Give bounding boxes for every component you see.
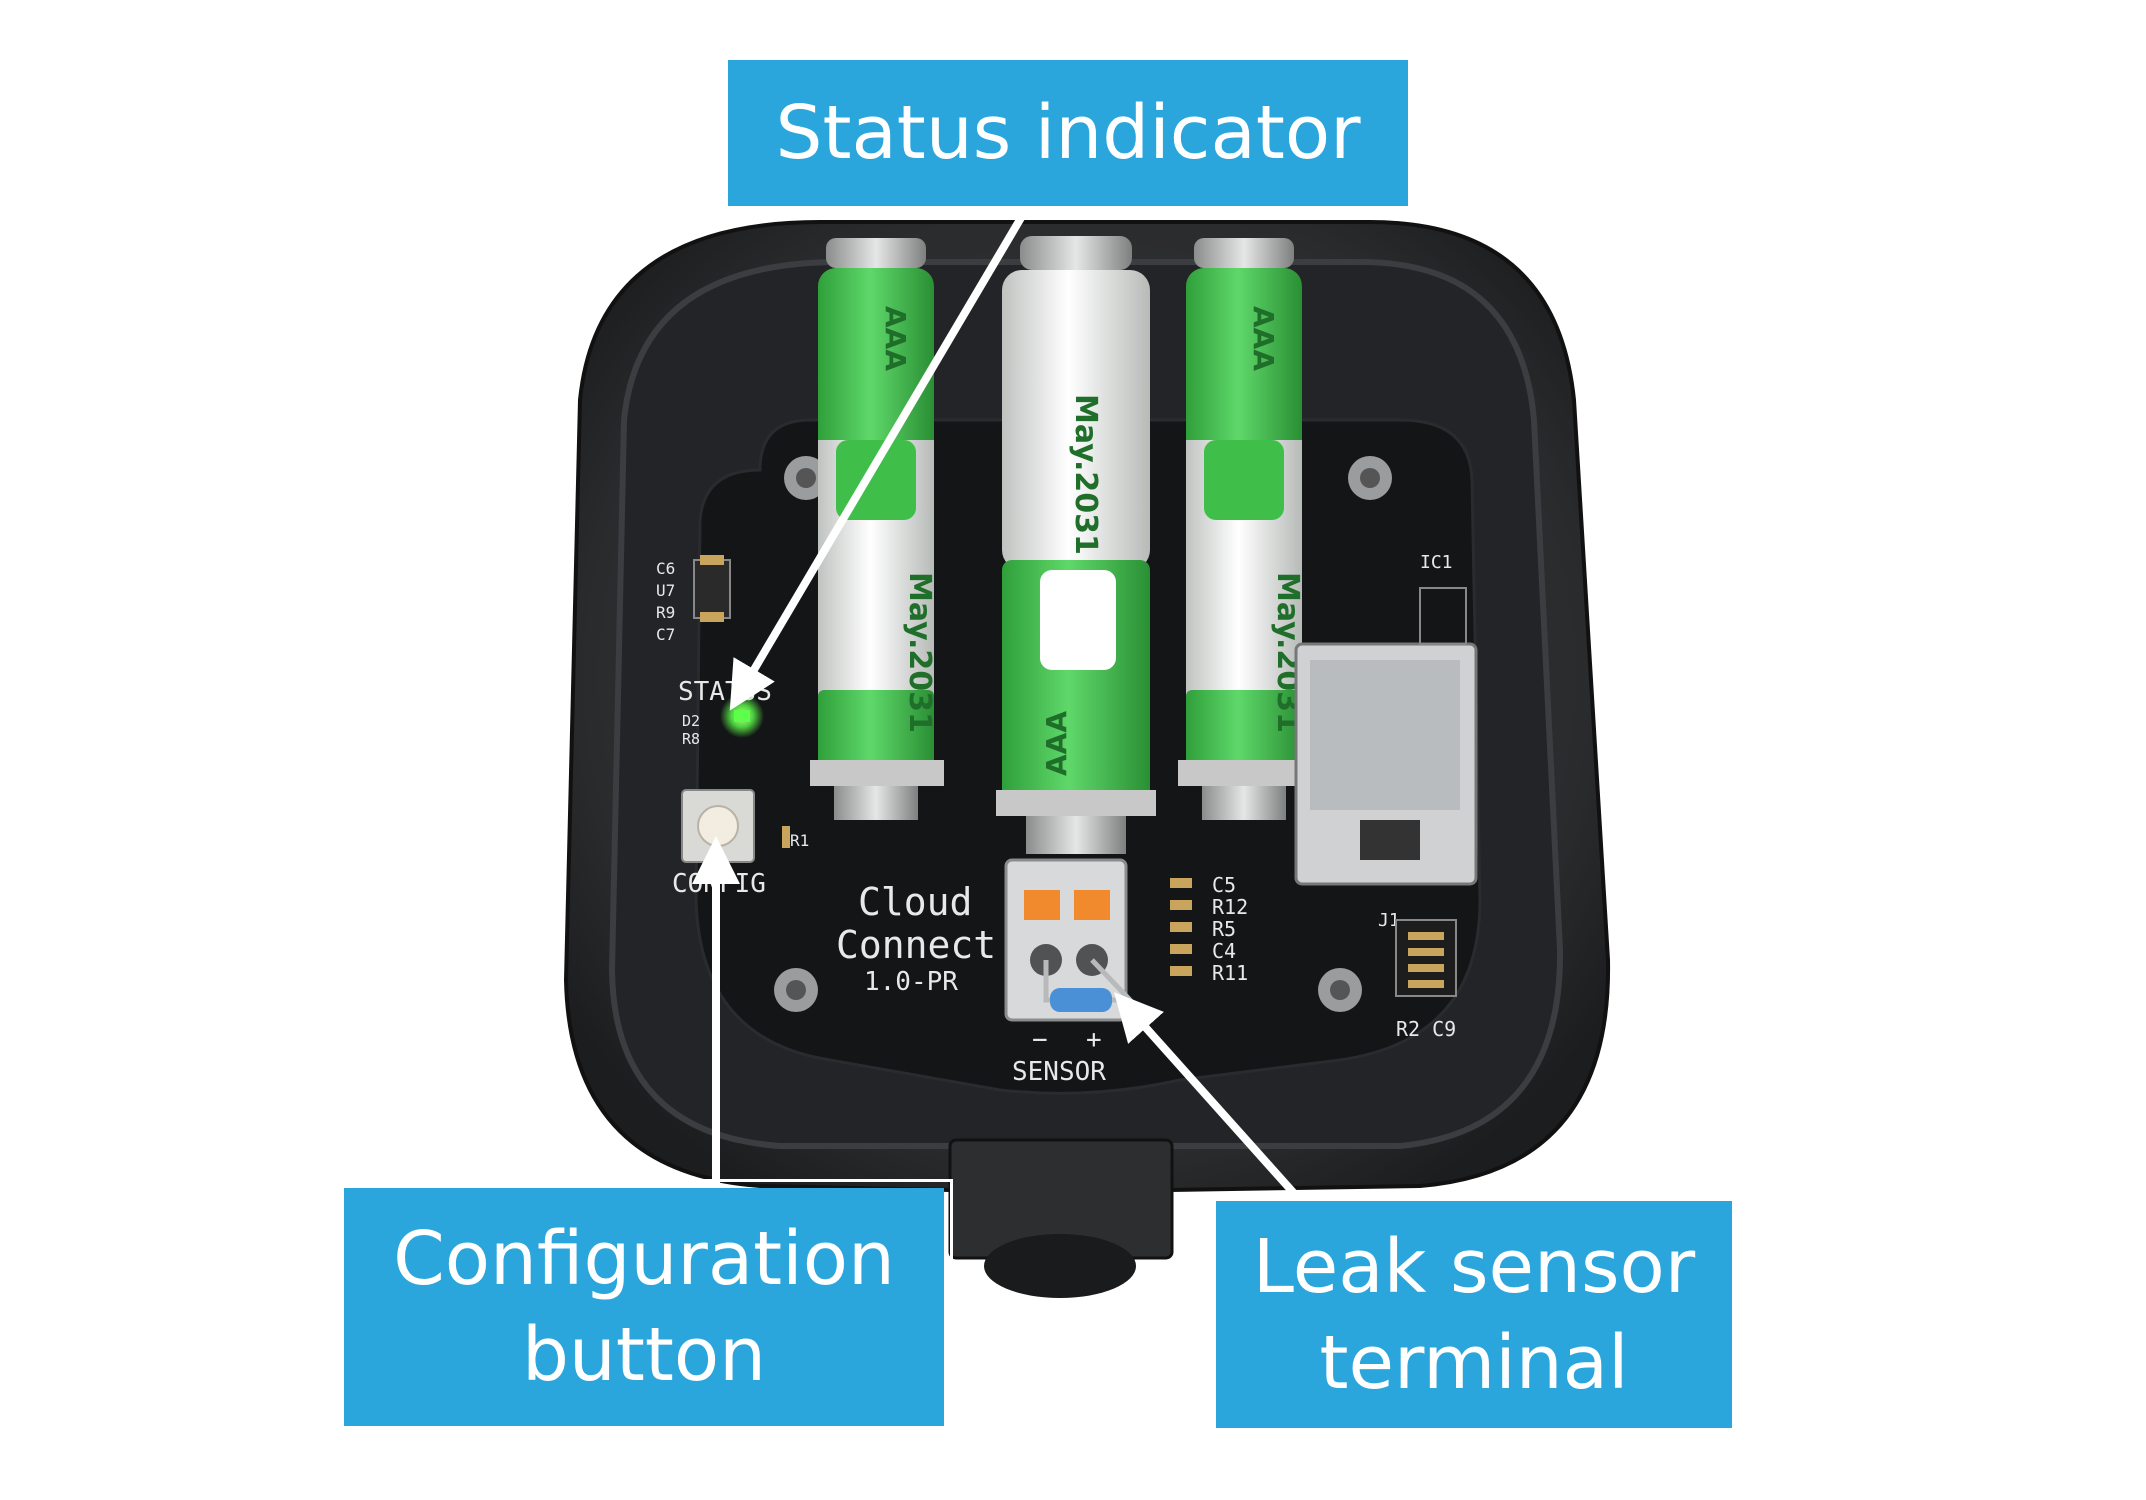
screw-icon xyxy=(1318,968,1362,1012)
pcb-label-c5: C5 xyxy=(1212,873,1236,897)
callout-status-label: Status indicator xyxy=(775,90,1361,176)
callout-status-indicator: Status indicator xyxy=(719,51,1417,215)
pcb-label-r1: R1 xyxy=(790,831,809,850)
pcb-label-c7: C7 xyxy=(656,625,675,644)
status-arrow xyxy=(729,203,1032,711)
screw-icon xyxy=(784,456,828,500)
pcb-label-minus: − xyxy=(1032,1025,1048,1055)
ic1-outline xyxy=(1419,587,1467,645)
callout-leak-line2: terminal xyxy=(1319,1319,1629,1406)
battery-right: May.2031 AAA xyxy=(1186,238,1305,820)
battery-middle-date: May.2031 xyxy=(1068,394,1103,555)
callout-config-line1: Configuration xyxy=(393,1216,895,1302)
terminal-lever-plus[interactable] xyxy=(1074,890,1110,920)
battery-left-type: AAA xyxy=(879,306,912,371)
pcb-label-j1: J1 xyxy=(1378,910,1400,931)
smd-pad xyxy=(700,555,724,565)
j1-pin xyxy=(1408,948,1444,956)
battery-middle-type: AAA xyxy=(1040,711,1073,776)
pcb-label-r5: R5 xyxy=(1212,917,1236,941)
leak-sensor-terminal[interactable] xyxy=(1004,858,1136,1022)
smd-pad xyxy=(700,612,724,622)
callout-config-line2: button xyxy=(521,1312,767,1398)
pcb-version: 1.0-PR xyxy=(864,967,958,997)
sensor-resistor xyxy=(1050,988,1112,1012)
smd-pad xyxy=(1170,900,1192,910)
smd-resistor-r1 xyxy=(782,826,790,848)
j1-pin xyxy=(1408,980,1444,988)
battery-clip xyxy=(1178,760,1312,786)
pcb-label-r11: R11 xyxy=(1212,961,1248,985)
pcb-label-ic1: IC1 xyxy=(1420,552,1453,573)
battery-clip xyxy=(996,790,1156,816)
battery-right-type: AAA xyxy=(1247,306,1280,371)
smd-pad xyxy=(1170,922,1192,932)
pcb-label-u7: U7 xyxy=(656,581,675,600)
pcb-label-r8: R8 xyxy=(682,730,700,748)
smd-pad xyxy=(1170,878,1192,888)
config-button-cap-icon xyxy=(697,805,739,847)
leak-arrow xyxy=(1113,992,1303,1203)
cable-gland-nut xyxy=(984,1234,1136,1298)
pcb-label-d2: D2 xyxy=(682,712,700,730)
pcb-label-r2-c9: R2 C9 xyxy=(1396,1017,1456,1041)
battery-recycle-icon xyxy=(1040,570,1116,670)
pcb-label-c6: C6 xyxy=(656,559,675,578)
pcb-brand-line1: Cloud xyxy=(858,880,972,924)
screw-icon xyxy=(1348,456,1392,500)
pcb-label-c4: C4 xyxy=(1212,939,1236,963)
pcb-label-plus: + xyxy=(1086,1025,1102,1055)
wifi-module-qr xyxy=(1360,820,1420,860)
smd-pad xyxy=(1170,966,1192,976)
terminal-lever-minus[interactable] xyxy=(1024,890,1060,920)
j1-pin xyxy=(1408,932,1444,940)
pcb-label-r12: R12 xyxy=(1212,895,1248,919)
callout-leak-sensor-terminal: Leak sensor terminal xyxy=(1207,1192,1741,1437)
pcb-label-sensor: SENSOR xyxy=(1012,1057,1106,1087)
smd-chip-u7 xyxy=(693,559,731,619)
battery-left-date: May.2031 xyxy=(902,572,937,733)
battery-recycle-icon xyxy=(1204,440,1284,520)
callout-leak-line1: Leak sensor xyxy=(1252,1223,1696,1310)
callout-configuration-button: Configuration button xyxy=(335,1179,953,1435)
smd-pad xyxy=(1170,944,1192,954)
pcb-label-r9: R9 xyxy=(656,603,675,622)
battery-clip xyxy=(810,760,944,786)
wifi-module-shield xyxy=(1310,660,1460,810)
j1-pin xyxy=(1408,964,1444,972)
status-led-icon xyxy=(734,710,750,722)
battery-middle: May.2031 AAA xyxy=(1002,236,1150,854)
pcb-brand-line2: Connect xyxy=(836,923,996,967)
screw-icon xyxy=(774,968,818,1012)
